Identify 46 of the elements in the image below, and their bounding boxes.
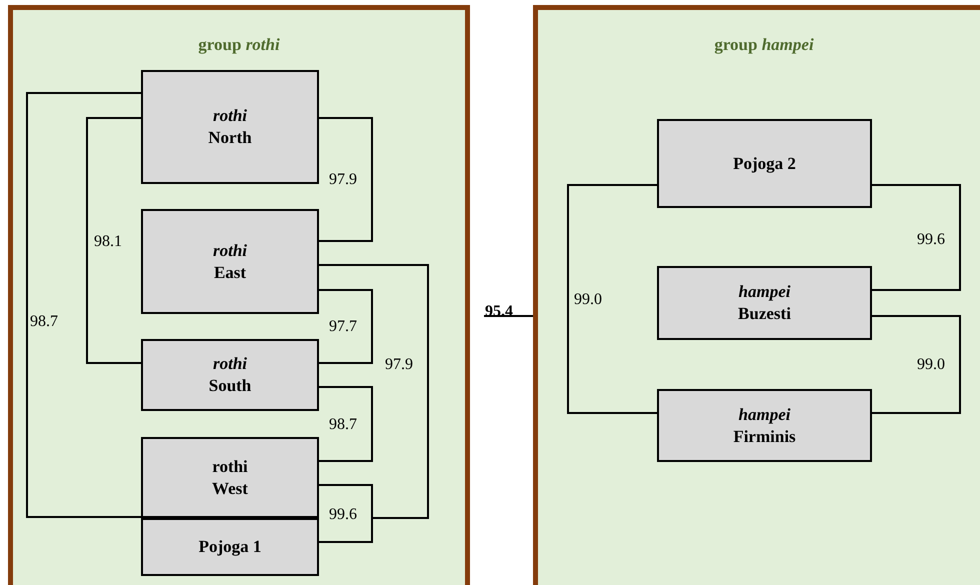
species-name: hampei (738, 404, 790, 426)
connector-line (319, 484, 373, 543)
similarity-value: 98.7 (30, 313, 58, 331)
connector-line (319, 117, 373, 242)
taxon-box (657, 266, 872, 340)
connector-line (872, 315, 961, 414)
group-panel (533, 5, 980, 585)
population-name: West (212, 478, 248, 500)
taxon-box (141, 70, 319, 184)
similarity-value: 98.7 (329, 416, 357, 434)
taxon-box (657, 119, 872, 208)
connector-line (26, 92, 141, 518)
connector-line (319, 386, 373, 462)
taxon-box (657, 389, 872, 462)
population-name: Buzesti (738, 303, 791, 325)
similarity-value: 99.0 (917, 356, 945, 374)
similarity-value: 97.7 (329, 318, 357, 336)
similarity-value: 97.9 (329, 171, 357, 189)
connector-line (567, 184, 657, 414)
group-panel (8, 5, 470, 585)
taxon-box (141, 518, 319, 576)
connector-line (872, 184, 961, 291)
population-name: East (214, 262, 246, 284)
similarity-value: 99.6 (329, 506, 357, 524)
population-name: North (208, 127, 252, 149)
species-name: rothi (212, 240, 248, 262)
population-name: Pojoga 1 (198, 536, 262, 558)
population-name: Pojoga 2 (733, 152, 796, 174)
population-name: South (208, 375, 252, 397)
taxon-box (141, 339, 319, 411)
similarity-value: 98.1 (94, 233, 122, 251)
similarity-value: 99.6 (917, 231, 945, 249)
species-name: rothi (212, 353, 248, 375)
connector-line (484, 315, 533, 317)
similarity-value: 99.0 (574, 291, 602, 309)
species-name: hampei (738, 281, 790, 303)
connector-line (86, 117, 141, 364)
population-name: Firminis (733, 426, 796, 448)
taxon-box (141, 437, 319, 518)
connector-line (319, 289, 373, 364)
species-name: rothi (212, 456, 248, 478)
similarity-value: 97.9 (385, 356, 413, 374)
group-title: group hampei (714, 34, 814, 56)
species-name: rothi (212, 105, 248, 127)
taxon-box (141, 209, 319, 314)
group-title: group rothi (198, 34, 280, 56)
